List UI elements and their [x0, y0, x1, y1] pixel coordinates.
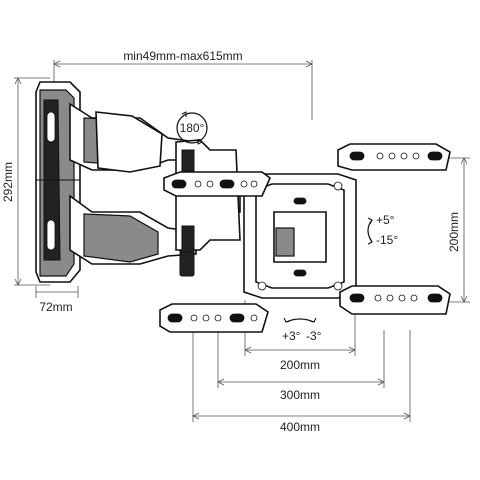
- tilt-indicator: +5° -15°: [367, 213, 398, 247]
- top-left-bracket: [163, 171, 271, 197]
- wall-plate: [35, 81, 81, 283]
- vesa-plate: [243, 173, 357, 299]
- wall-height-label: 292mm: [1, 162, 15, 202]
- vesa-vertical-label: 200mm: [447, 212, 461, 252]
- vesa-300-label: 300mm: [280, 388, 320, 402]
- wall-depth-label: 72mm: [39, 300, 72, 314]
- bottom-right-bracket: [339, 285, 451, 315]
- extension-dimension: min49mm-max615mm: [53, 49, 313, 120]
- tilt-down-label: -15°: [376, 233, 398, 247]
- wall-height-dimension: 292mm: [1, 77, 50, 286]
- rotation-indicator: 180°: [176, 111, 208, 145]
- top-right-bracket: [337, 143, 451, 171]
- wall-depth-dimension: 72mm: [35, 286, 79, 314]
- vesa-vertical-dimension: 200mm: [440, 157, 470, 303]
- vesa-200-label: 200mm: [280, 358, 320, 372]
- rotation-label: 180°: [180, 121, 205, 135]
- vesa-400-dimension: 400mm: [192, 330, 411, 434]
- swivel-left-label: +3°: [282, 329, 301, 343]
- upper-arm: [69, 102, 197, 187]
- bottom-left-bracket: [159, 303, 269, 333]
- vesa-300-dimension: 300mm: [217, 330, 385, 402]
- tilt-up-label: +5°: [376, 213, 395, 227]
- swivel-right-label: -3°: [306, 329, 322, 343]
- extension-label: min49mm-max615mm: [123, 49, 242, 63]
- vesa-400-label: 400mm: [280, 420, 320, 434]
- swivel-indicator: +3° -3°: [282, 317, 322, 343]
- vesa-200-dimension: 200mm: [244, 300, 356, 372]
